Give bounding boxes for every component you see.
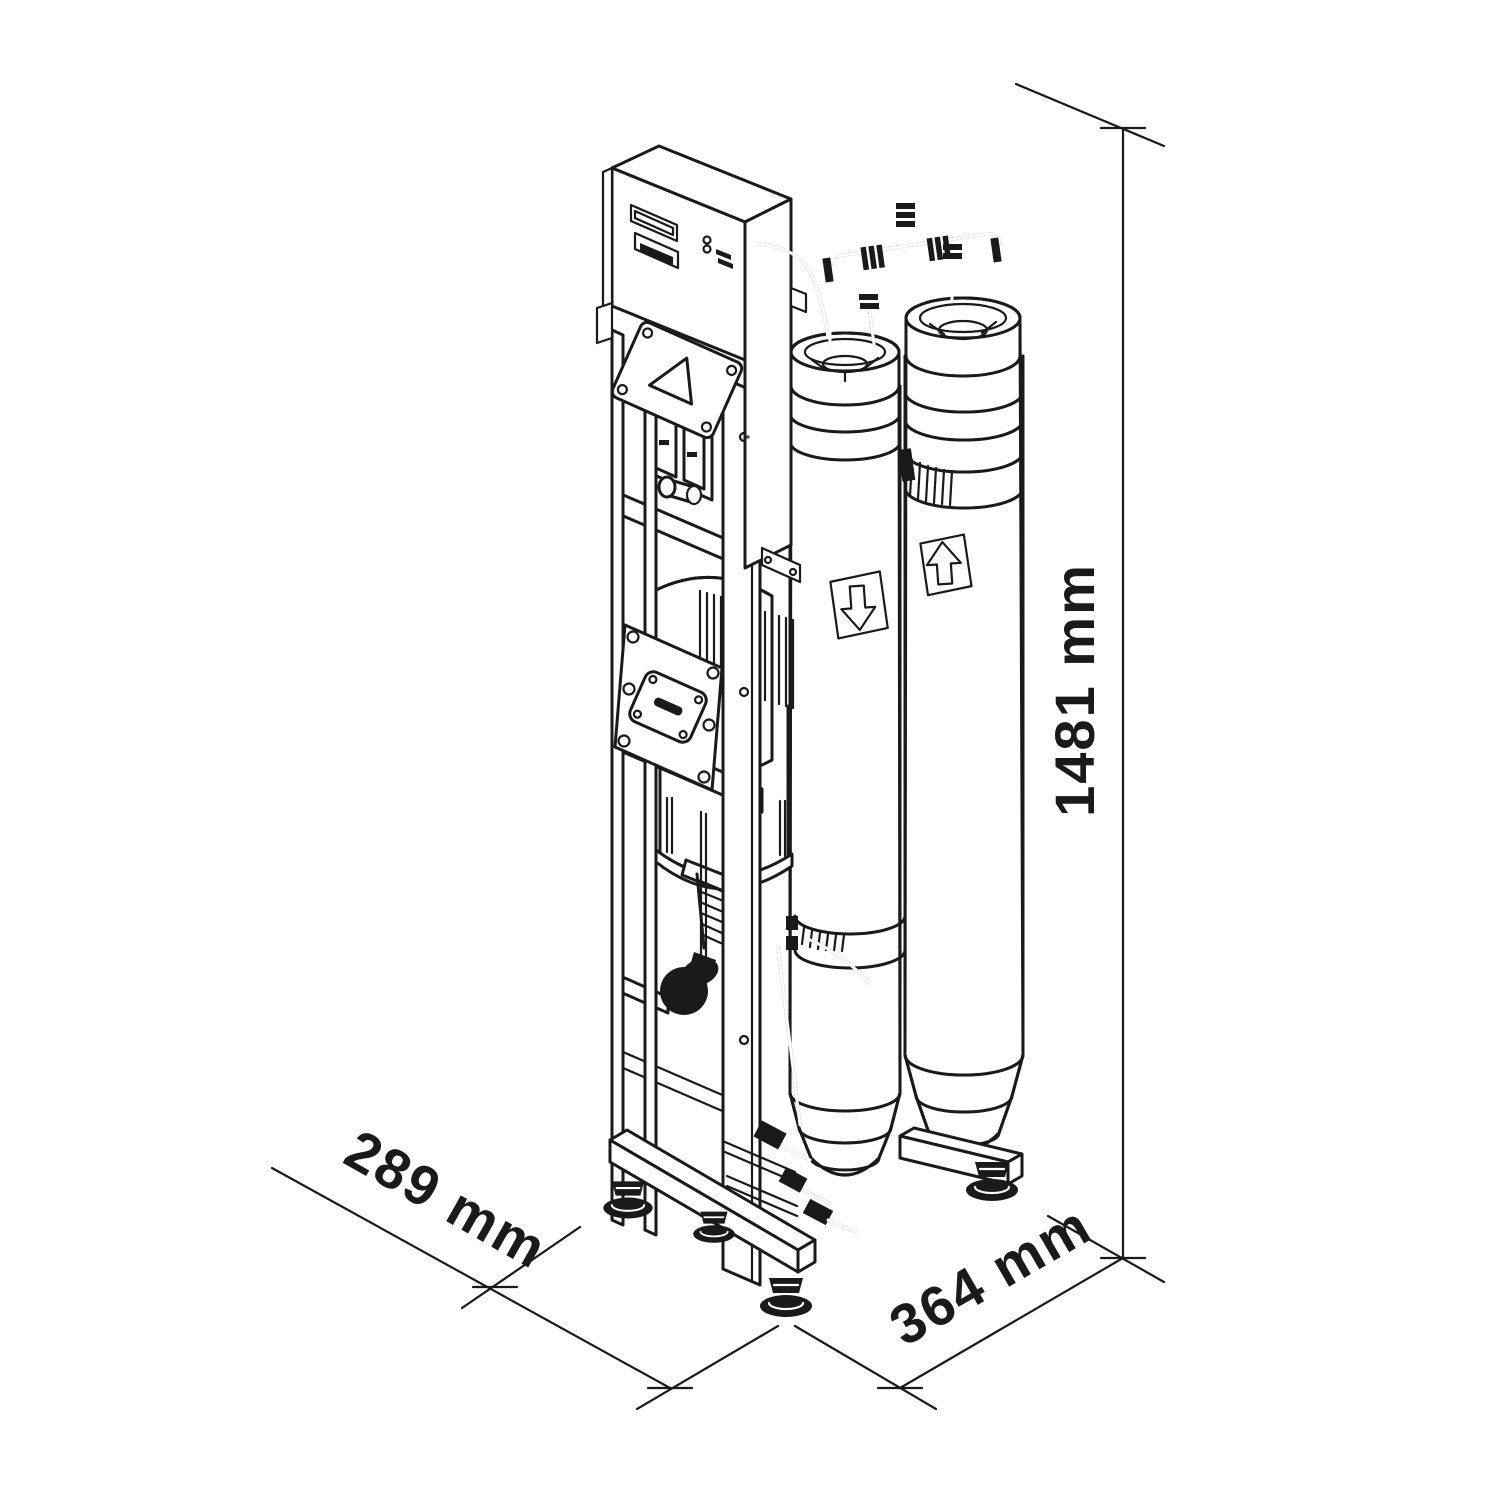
leveling-foot-front xyxy=(760,1278,812,1317)
membrane-vessel-left xyxy=(788,331,902,1177)
junction-box xyxy=(613,623,724,792)
vessel-clamp-bracket xyxy=(760,546,907,970)
warning-panel xyxy=(610,320,744,440)
height-dimension-label: 1481 mm xyxy=(1043,563,1106,817)
display-window-bottom xyxy=(633,231,680,270)
arrow-up-sticker xyxy=(919,533,973,597)
height-dimension: 1481 mm xyxy=(1014,82,1166,1284)
leveling-foot-right xyxy=(966,1162,1018,1201)
control-cabinet xyxy=(595,144,808,570)
base-frame xyxy=(608,1126,1024,1274)
nameplate-label xyxy=(653,697,683,716)
cabinet-side-face xyxy=(743,197,793,570)
width-dimension: 364 mm xyxy=(793,1193,1125,1411)
leveling-foot-middle xyxy=(693,1211,735,1243)
depth-dimension-label: 289 mm xyxy=(335,1117,558,1280)
depth-dimension: 289 mm xyxy=(270,1117,780,1411)
status-leds xyxy=(702,235,733,269)
leveling-foot-rear xyxy=(603,1181,653,1219)
upright-inner-left xyxy=(643,343,658,1237)
warning-triangle-icon xyxy=(647,356,694,406)
vessel-collar-clamp xyxy=(898,448,1025,510)
arrow-down-sticker xyxy=(829,570,889,640)
top-plumbing xyxy=(755,203,1002,348)
frame-column xyxy=(595,144,808,1287)
flow-adjust-knob xyxy=(657,475,703,506)
lower-tubing xyxy=(753,936,872,1234)
membrane-vessel-right xyxy=(898,296,1025,1152)
display-window-top xyxy=(629,203,679,243)
width-dimension-label: 364 mm xyxy=(879,1193,1102,1358)
upright-front-left xyxy=(610,328,625,1227)
pressure-gauge-icon xyxy=(660,952,719,1015)
